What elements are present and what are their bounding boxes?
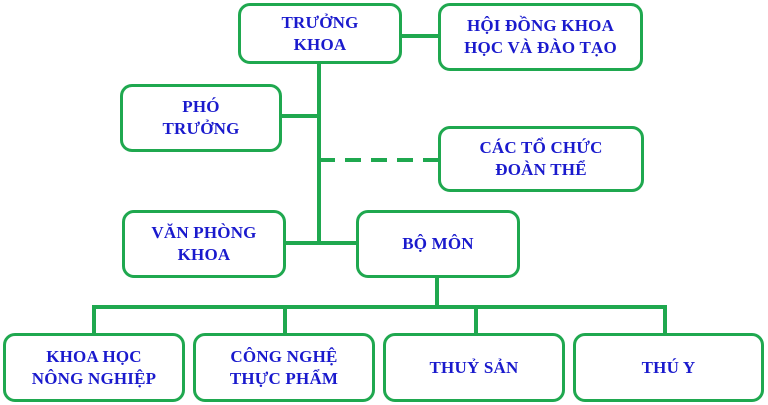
- node-cong-nghe-thuc-pham-label: CÔNG NGHỆ THỰC PHẨM: [229, 346, 339, 388]
- node-thuy-san-label: THUỶ SẢN: [429, 357, 519, 377]
- node-pho-truong: PHÓ TRƯỞNG: [120, 84, 282, 152]
- node-cong-nghe-thuc-pham: CÔNG NGHỆ THỰC PHẨM: [193, 333, 375, 402]
- node-hoi-dong: HỘI ĐỒNG KHOA HỌC VÀ ĐÀO TẠO: [438, 3, 643, 71]
- node-truong-khoa-label: TRƯỞNG KHOA: [281, 12, 359, 54]
- node-khoa-hoc-nong-nghiep-label: KHOA HỌC NÔNG NGHIỆP: [31, 346, 157, 388]
- node-bo-mon: BỘ MÔN: [356, 210, 520, 278]
- node-khoa-hoc-nong-nghiep: KHOA HỌC NÔNG NGHIỆP: [3, 333, 185, 402]
- node-thu-y-label: THÚ Y: [641, 357, 696, 377]
- node-thuy-san: THUỶ SẢN: [383, 333, 565, 402]
- node-hoi-dong-label: HỘI ĐỒNG KHOA HỌC VÀ ĐÀO TẠO: [464, 16, 617, 57]
- node-cac-to-chuc: CÁC TỔ CHỨC ĐOÀN THỂ: [438, 126, 644, 192]
- node-pho-truong-label: PHÓ TRƯỞNG: [162, 97, 240, 138]
- node-thu-y: THÚ Y: [573, 333, 764, 402]
- node-van-phong: VĂN PHÒNG KHOA: [122, 210, 286, 278]
- node-cac-to-chuc-label: CÁC TỔ CHỨC ĐOÀN THỂ: [479, 138, 603, 179]
- node-truong-khoa: TRƯỞNG KHOA: [238, 3, 402, 64]
- node-van-phong-label: VĂN PHÒNG KHOA: [151, 223, 257, 264]
- node-bo-mon-label: BỘ MÔN: [402, 234, 474, 253]
